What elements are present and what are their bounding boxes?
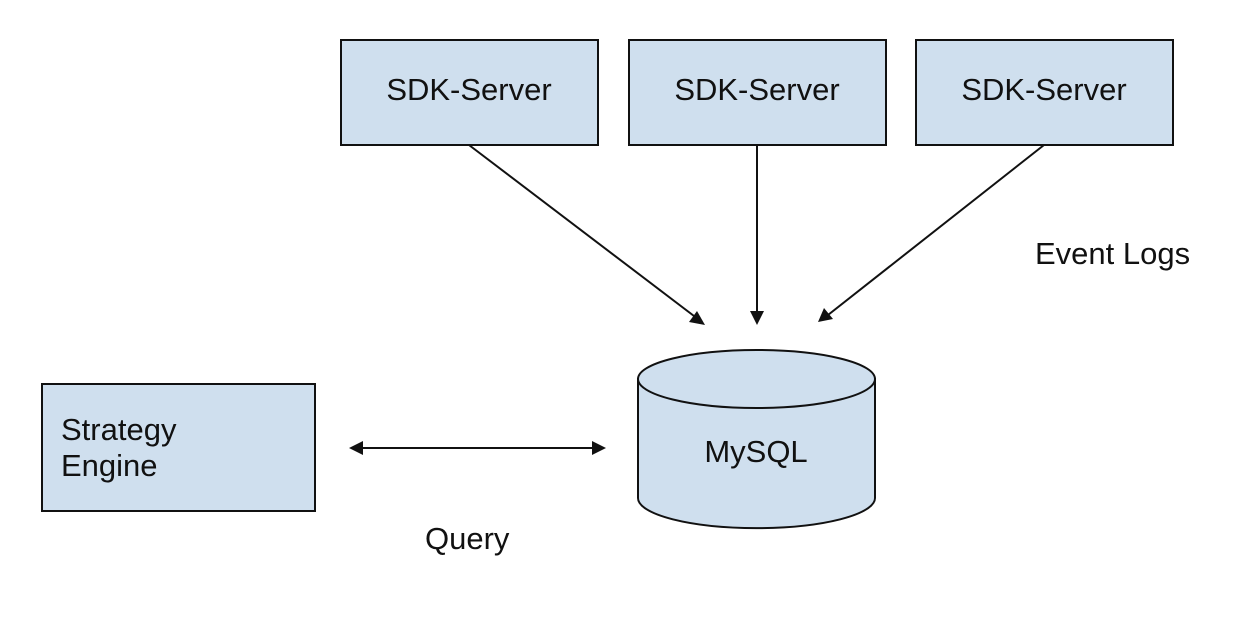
event-log-arrow-2 (750, 145, 764, 325)
sdk-server-node-3: SDK-Server (915, 39, 1174, 146)
event-logs-label: Event Logs (1035, 236, 1190, 271)
sdk-server-label: SDK-Server (961, 72, 1126, 107)
mysql-label: MySQL (704, 434, 807, 469)
sdk-server-node-1: SDK-Server (340, 39, 599, 146)
sdk-server-node-2: SDK-Server (628, 39, 887, 146)
strategy-engine-label-line2: Engine (61, 448, 158, 483)
sdk-server-label: SDK-Server (386, 72, 551, 107)
query-label: Query (425, 521, 510, 556)
query-arrow (349, 441, 606, 455)
event-log-arrow-1 (468, 144, 705, 325)
event-log-arrow-3 (818, 144, 1045, 322)
strategy-engine-node: Strategy Engine (41, 383, 316, 512)
sdk-server-label: SDK-Server (674, 72, 839, 107)
strategy-engine-label-line1: Strategy (61, 412, 177, 447)
mysql-database-node: MySQL (637, 349, 876, 530)
